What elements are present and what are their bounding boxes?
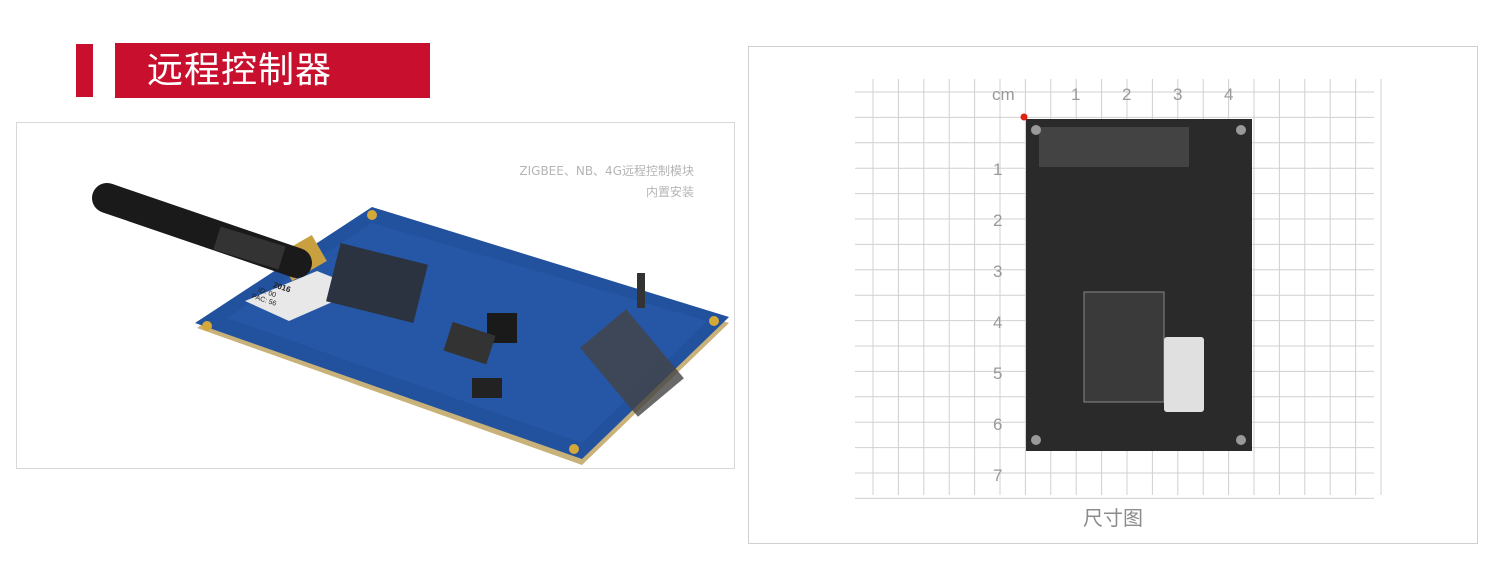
product-photo-panel: 2016 ID: 00 PAC: 56 ZIGBEE、NB、4G远程控制模块 内…: [16, 122, 735, 469]
x-tick-label: 2: [1122, 85, 1131, 104]
y-tick-label: 5: [993, 364, 1002, 383]
caption-line-2: 内置安装: [645, 185, 694, 199]
y-tick-label: 1: [993, 160, 1002, 179]
board-label: [1164, 337, 1204, 412]
x-tick-label: 4: [1224, 85, 1233, 104]
y-tick-label: 3: [993, 262, 1002, 281]
title-accent-bar: [76, 44, 93, 97]
y-tick-label: 4: [993, 313, 1002, 332]
origin-marker: [1020, 113, 1028, 121]
y-tick-label: 6: [993, 415, 1002, 434]
dimension-caption: 尺寸图: [1083, 506, 1143, 530]
dimension-panel: cm 1 2 3 4 1 2 3 4 5 6 7 尺寸图: [748, 46, 1478, 544]
caption-line-1: ZIGBEE、NB、4G远程控制模块: [519, 164, 694, 178]
x-tick-label: 1: [1071, 85, 1080, 104]
section-title: 远程控制器: [115, 43, 430, 98]
dimension-grid: cm 1 2 3 4 1 2 3 4 5 6 7: [855, 79, 1382, 499]
pcb-board-photo: 2016 ID: 00 PAC: 56: [92, 183, 729, 465]
y-tick-label: 7: [993, 466, 1002, 485]
unit-label: cm: [992, 85, 1015, 104]
x-tick-label: 3: [1173, 85, 1182, 104]
y-tick-label: 2: [993, 211, 1002, 230]
product-caption: ZIGBEE、NB、4G远程控制模块 内置安装: [519, 161, 694, 203]
